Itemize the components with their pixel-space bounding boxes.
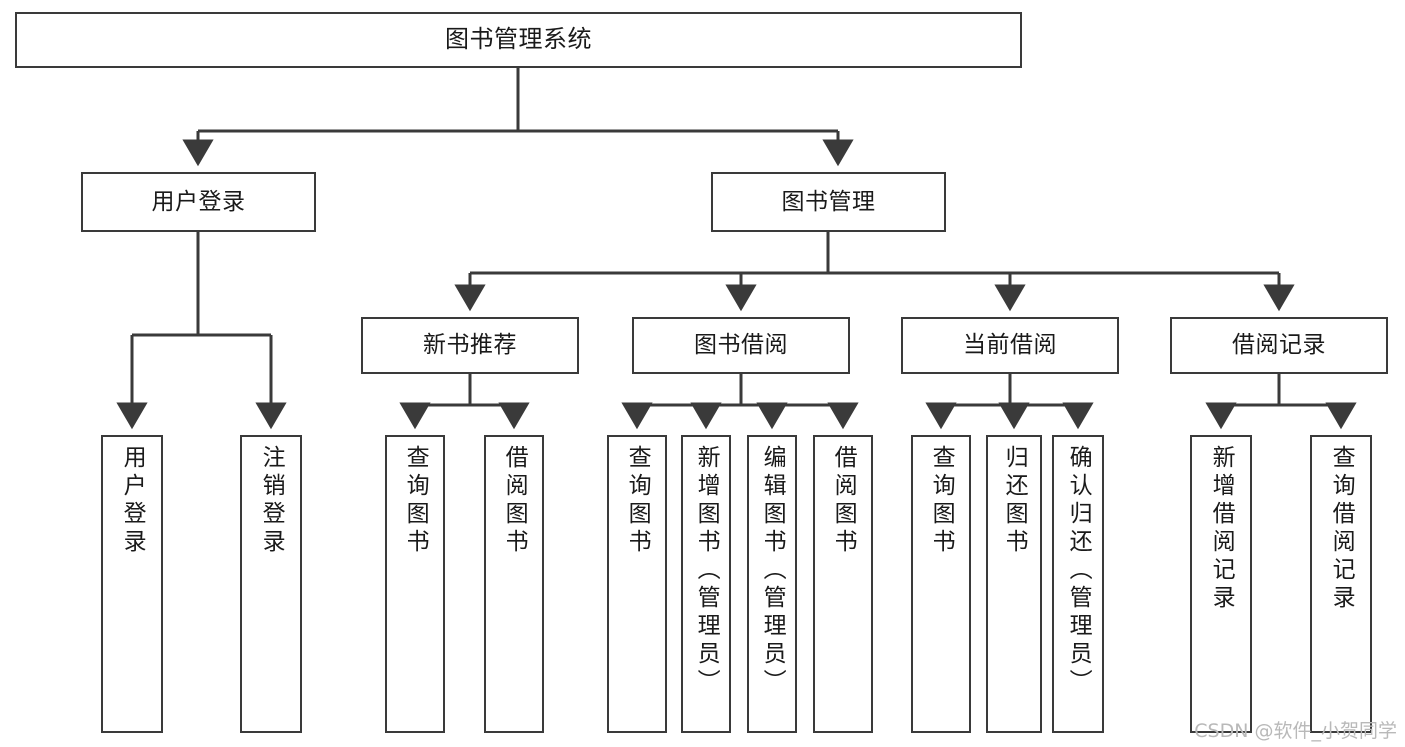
csdn-watermark: CSDN @软件_小贺同学 [1194, 720, 1397, 742]
node-borrow-record-label: 借阅记录 [1232, 332, 1326, 359]
node-borrow-record[interactable]: 借阅记录 [1170, 317, 1388, 374]
node-book-manage-label: 图书管理 [781, 188, 876, 215]
node-leaf-borrow-book-recommend[interactable]: 借阅图书 [484, 435, 544, 733]
node-current-borrow[interactable]: 当前借阅 [901, 317, 1119, 374]
node-leaf-return-book-label: 归还图书 [1001, 445, 1028, 557]
node-leaf-user-login[interactable]: 用户登录 [101, 435, 163, 733]
node-leaf-edit-book-label: 编辑图书（管理员） [759, 445, 786, 697]
node-leaf-query-book-borrow[interactable]: 查询图书 [607, 435, 667, 733]
node-book-manage[interactable]: 图书管理 [711, 172, 946, 232]
node-leaf-query-book-borrow-label: 查询图书 [624, 445, 651, 557]
node-leaf-return-book[interactable]: 归还图书 [986, 435, 1042, 733]
node-leaf-add-book-label: 新增图书（管理员） [693, 445, 720, 697]
node-new-book-recommend[interactable]: 新书推荐 [361, 317, 579, 374]
node-leaf-query-borrow-record[interactable]: 查询借阅记录 [1310, 435, 1372, 733]
node-root[interactable]: 图书管理系统 [15, 12, 1022, 68]
node-leaf-query-borrow-record-label: 查询借阅记录 [1328, 445, 1355, 613]
node-leaf-logout-label: 注销登录 [258, 445, 285, 557]
node-leaf-add-borrow-record[interactable]: 新增借阅记录 [1190, 435, 1252, 733]
node-leaf-add-borrow-record-label: 新增借阅记录 [1208, 445, 1235, 613]
node-leaf-edit-book[interactable]: 编辑图书（管理员） [747, 435, 797, 733]
node-root-label: 图书管理系统 [445, 25, 592, 54]
node-leaf-borrow-book-recommend-label: 借阅图书 [501, 445, 528, 557]
node-user-login-label: 用户登录 [151, 188, 246, 215]
node-leaf-query-book-current-label: 查询图书 [928, 445, 955, 557]
node-leaf-user-login-label: 用户登录 [119, 445, 146, 557]
node-book-borrow-label: 图书借阅 [694, 332, 788, 359]
node-book-borrow[interactable]: 图书借阅 [632, 317, 850, 374]
node-leaf-borrow-book-borrow[interactable]: 借阅图书 [813, 435, 873, 733]
node-leaf-confirm-return[interactable]: 确认归还（管理员） [1052, 435, 1104, 733]
node-leaf-query-book-recommend-label: 查询图书 [402, 445, 429, 557]
node-current-borrow-label: 当前借阅 [963, 332, 1057, 359]
node-leaf-query-book-current[interactable]: 查询图书 [911, 435, 971, 733]
node-new-book-recommend-label: 新书推荐 [423, 332, 517, 359]
node-leaf-borrow-book-borrow-label: 借阅图书 [830, 445, 857, 557]
node-leaf-logout[interactable]: 注销登录 [240, 435, 302, 733]
node-leaf-confirm-return-label: 确认归还（管理员） [1065, 445, 1092, 697]
node-leaf-add-book[interactable]: 新增图书（管理员） [681, 435, 731, 733]
node-leaf-query-book-recommend[interactable]: 查询图书 [385, 435, 445, 733]
node-user-login[interactable]: 用户登录 [81, 172, 316, 232]
